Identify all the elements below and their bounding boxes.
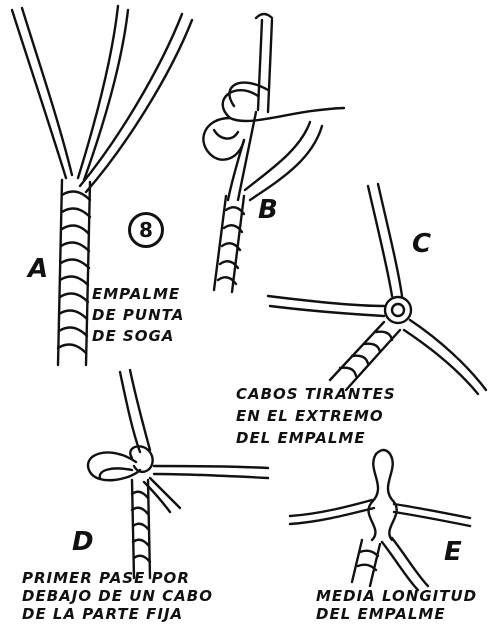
rope-b-drawing xyxy=(203,14,344,292)
caption-a-line-3: DE SOGA xyxy=(92,328,174,345)
rope-e-drawing xyxy=(290,450,470,590)
figure-number-badge: 8 xyxy=(128,212,164,248)
panel-letter-b: B xyxy=(258,196,279,226)
panel-letter-d: D xyxy=(72,528,95,558)
figure-number: 8 xyxy=(139,218,153,242)
caption-c-line-2: EN EL EXTREMO xyxy=(236,408,384,425)
caption-e-line-1: MEDIA LONGITUD xyxy=(316,588,477,605)
panel-letter-c: C xyxy=(412,230,432,260)
caption-d-line-2: DEBAJO DE UN CABO xyxy=(22,588,213,605)
caption-c-line-3: DEL EMPALME xyxy=(236,430,366,447)
caption-d-line-1: PRIMER PASE POR xyxy=(22,570,190,587)
caption-c-line-1: CABOS TIRANTES xyxy=(236,386,396,403)
caption-d-line-3: DE LA PARTE FIJA xyxy=(22,606,183,623)
caption-a-line-1: EMPALME xyxy=(92,286,180,303)
caption-e-line-2: DEL EMPALME xyxy=(316,606,446,623)
rope-c-drawing xyxy=(268,184,486,394)
panel-letter-a: A xyxy=(28,255,49,285)
caption-a-line-2: DE PUNTA xyxy=(92,307,184,324)
panel-letter-e: E xyxy=(444,538,463,568)
